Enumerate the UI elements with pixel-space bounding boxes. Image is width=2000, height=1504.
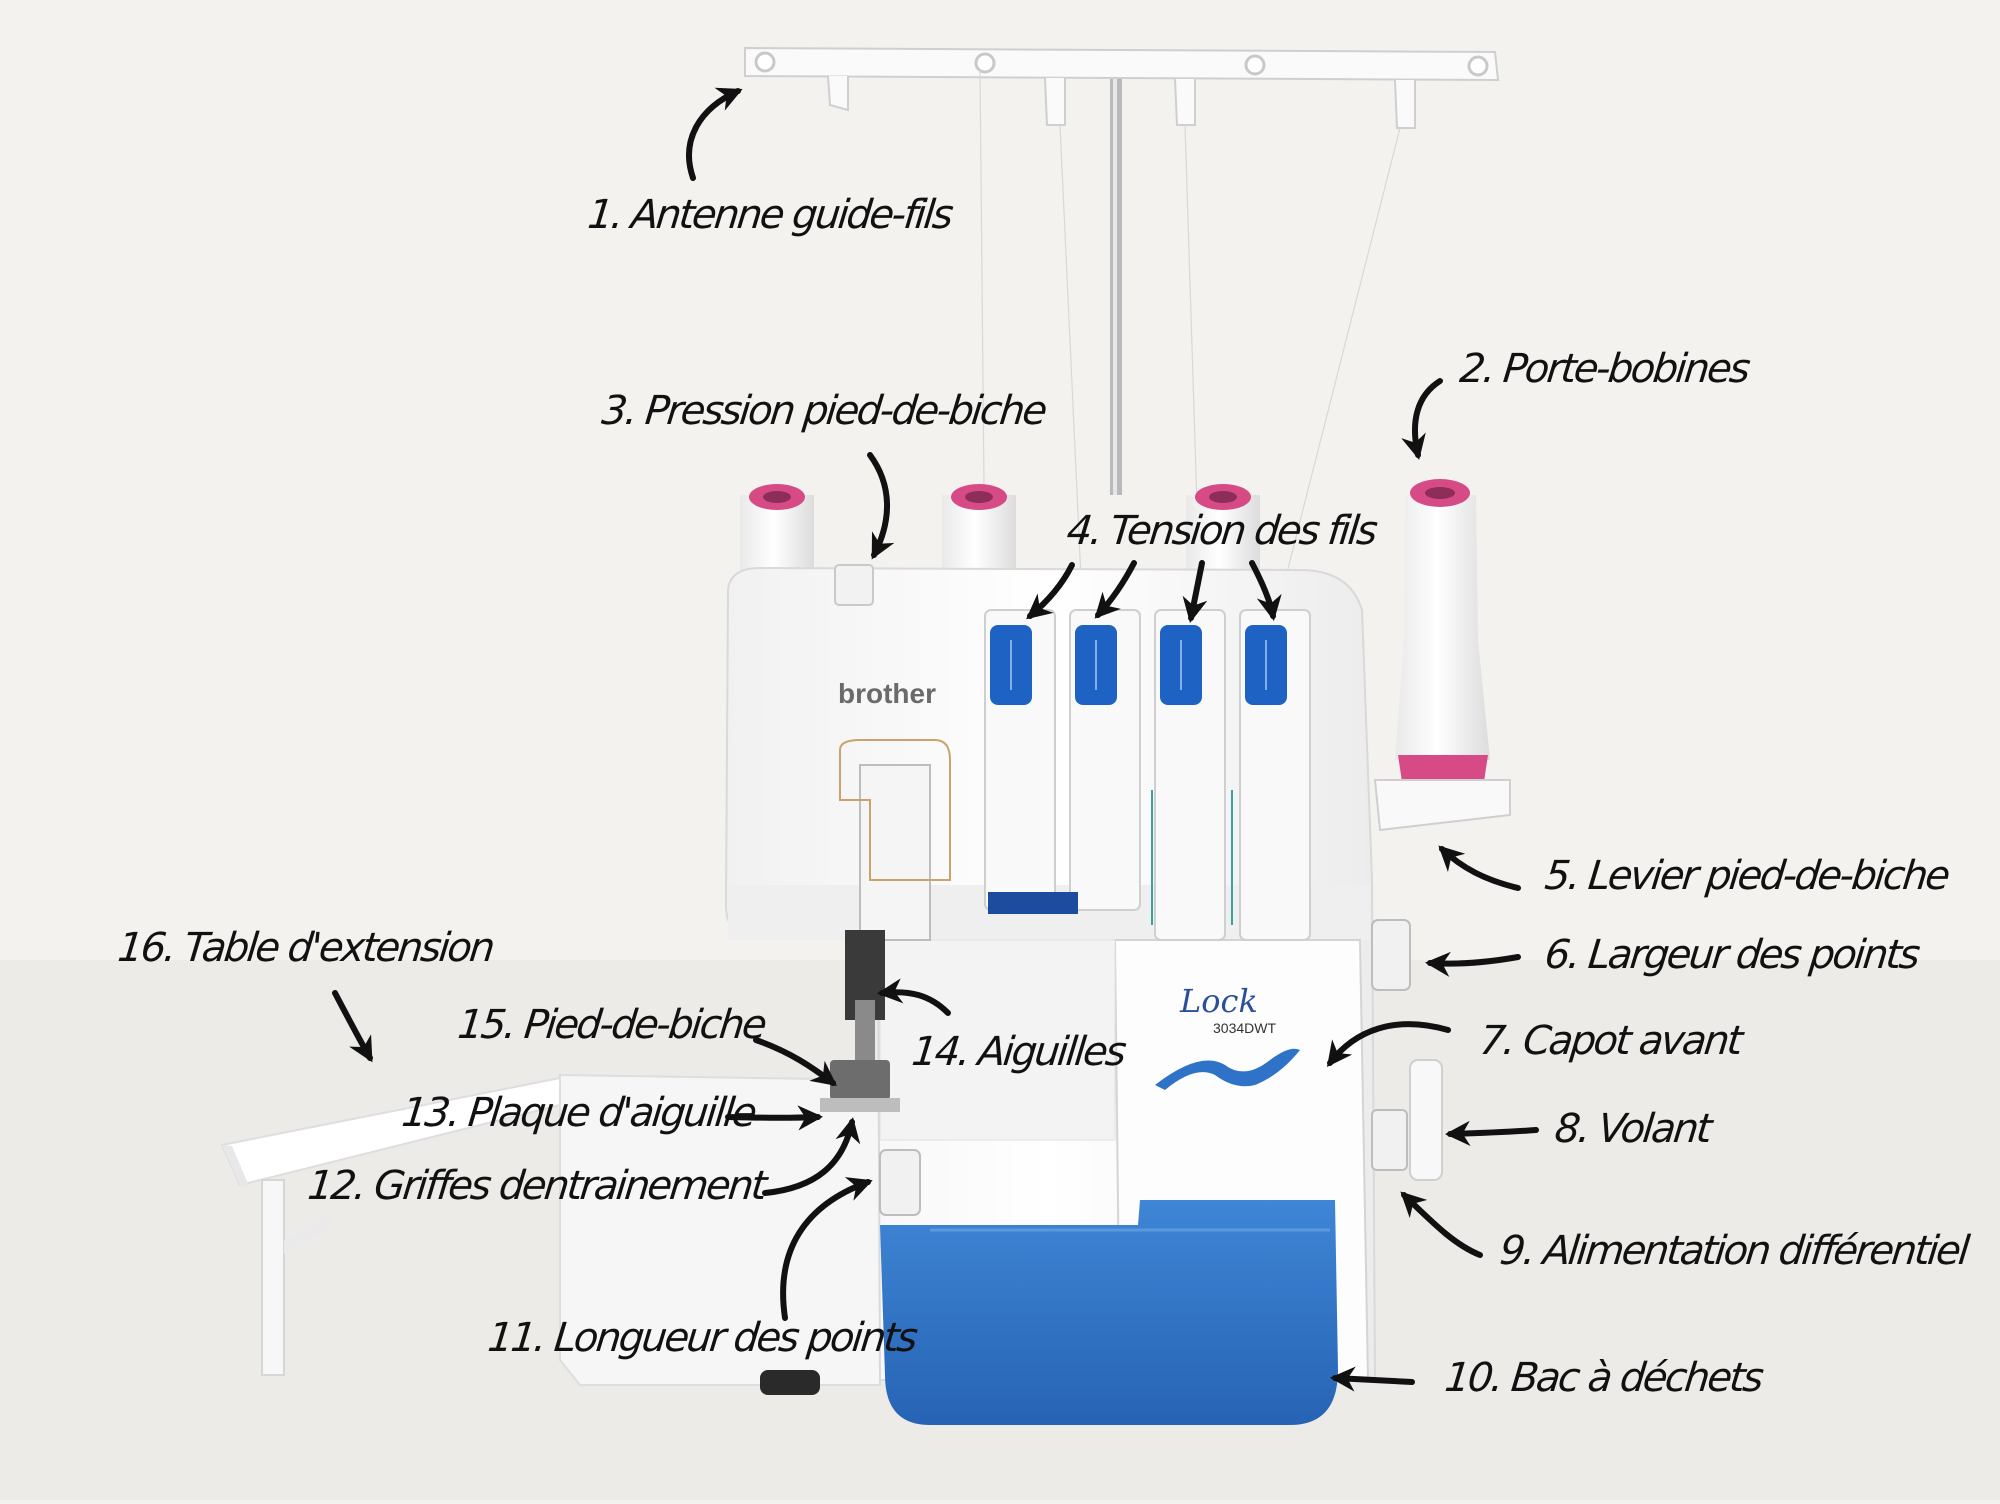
presser-foot xyxy=(830,1060,890,1100)
label-capot-avant: 7. Capot avant xyxy=(1477,1018,1743,1064)
label-volant: 8. Volant xyxy=(1552,1106,1712,1152)
label-porte-bobines: 2. Porte-bobines xyxy=(1457,346,1751,392)
arrow-10 xyxy=(1329,1366,1415,1392)
label-aiguilles: 14. Aiguilles xyxy=(909,1029,1127,1075)
differential-dial xyxy=(1371,1109,1408,1171)
stitch-length-dial xyxy=(879,1149,921,1216)
arrow-9 xyxy=(1400,1191,1483,1258)
label-levier-pied-de-biche: 5. Levier pied-de-biche xyxy=(1542,853,1951,899)
label-tension-des-fils: 4. Tension des fils xyxy=(1064,508,1378,554)
logo-swoosh xyxy=(1155,1048,1300,1090)
machine-foot xyxy=(760,1370,820,1395)
guide-eye xyxy=(1467,55,1489,77)
arrow-2 xyxy=(1401,378,1443,460)
arrow-5 xyxy=(1438,845,1521,891)
guide-eye xyxy=(974,52,996,74)
stitch-width-dial xyxy=(1371,919,1411,991)
arrow-7 xyxy=(1326,1021,1451,1068)
label-alimentation-differentiel: 9. Alimentation différentiel xyxy=(1497,1228,1970,1274)
label-pression-pied-de-biche: 3. Pression pied-de-biche xyxy=(599,388,1048,434)
presser-lever xyxy=(1373,779,1511,832)
label-pied-de-biche: 15. Pied-de-biche xyxy=(455,1002,767,1048)
arrow-11 xyxy=(780,1177,873,1321)
needle-assembly xyxy=(820,739,951,1112)
pressure-knob xyxy=(834,564,874,606)
guide-eye xyxy=(1244,54,1266,76)
arrow-15 xyxy=(753,1037,838,1087)
thread-antenna xyxy=(744,46,1500,601)
extension-table xyxy=(220,1076,582,1376)
arrow-14 xyxy=(876,978,951,1016)
label-table-dextension: 16. Table d'extension xyxy=(115,925,495,971)
tension-panel xyxy=(984,609,1311,941)
label-plaque-daiguille: 13. Plaque d'aiguille xyxy=(399,1090,757,1136)
label-bac-a-dechets: 10. Bac à déchets xyxy=(1442,1355,1764,1401)
brand-logo: brother xyxy=(838,678,936,709)
arrow-8 xyxy=(1444,1120,1539,1146)
arrow-13 xyxy=(725,1105,824,1131)
arrow-16 xyxy=(332,990,373,1063)
arrow-4d xyxy=(1249,560,1282,621)
arrow-1 xyxy=(686,87,743,181)
spool-holders xyxy=(740,479,1490,795)
arrow-4a xyxy=(1026,562,1075,620)
needle-plate xyxy=(820,1098,900,1112)
label-largeur-des-points: 6. Largeur des points xyxy=(1542,932,1920,978)
arrow-4c xyxy=(1182,560,1208,623)
model-number: 3034DWT xyxy=(1213,1020,1276,1036)
arrow-6 xyxy=(1424,951,1521,977)
handwheel xyxy=(1409,1059,1443,1181)
waste-bin xyxy=(880,1200,1338,1425)
arrow-12 xyxy=(762,1117,861,1196)
label-longueur-des-points: 11. Longueur des points xyxy=(485,1315,918,1361)
arrow-3 xyxy=(867,452,895,560)
guide-eye xyxy=(754,51,776,73)
label-antenne-guide-fils: 1. Antenne guide-fils xyxy=(585,192,954,238)
arrow-4b xyxy=(1094,560,1137,619)
callout-arrows xyxy=(332,87,1539,1392)
model-name: Lock xyxy=(1179,982,1258,1020)
label-griffes-dentrainement: 12. Griffes dentrainement xyxy=(305,1163,767,1209)
